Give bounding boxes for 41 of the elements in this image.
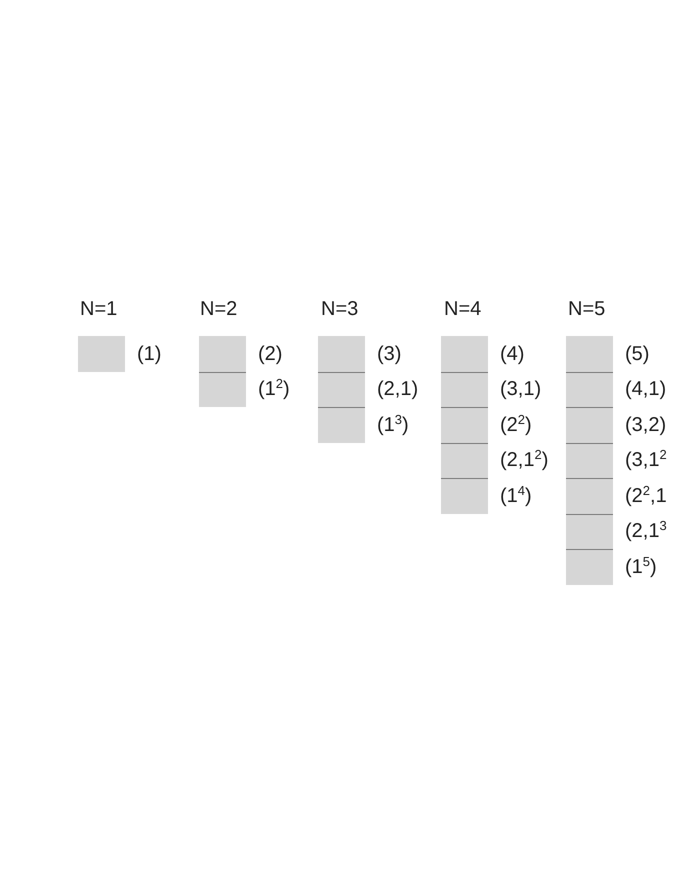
column-heading: N=4	[444, 298, 482, 321]
stacked-block	[566, 514, 613, 549]
stacked-block	[566, 372, 613, 407]
stacked-block	[318, 407, 365, 442]
stacked-block	[441, 478, 488, 514]
stacked-block	[318, 336, 365, 372]
column-heading: N=1	[80, 298, 118, 321]
partition-label: (3,2)	[625, 412, 666, 437]
column-heading: N=5	[568, 298, 606, 321]
stacked-block	[566, 407, 613, 442]
stacked-block	[199, 372, 246, 407]
stacked-block	[566, 442, 613, 478]
partition-label: (2,1)	[377, 377, 418, 402]
stacked-block	[441, 442, 488, 478]
partition-label: (2)	[258, 342, 282, 366]
partition-label: (3,1)	[500, 377, 542, 402]
stacked-block	[199, 336, 246, 372]
stacked-block	[566, 549, 613, 584]
partition-label: (1$^{5}$)	[625, 554, 657, 579]
stacked-block	[441, 407, 488, 442]
partition-label: (4)	[500, 342, 524, 366]
stacked-block	[566, 478, 613, 514]
partition-label: (2,1$^{2}$)	[500, 448, 548, 472]
stacked-block	[441, 372, 488, 407]
partition-label: (3,1$^{2}$	[625, 448, 667, 472]
partition-label: (3)	[377, 342, 402, 366]
stacked-block	[78, 336, 125, 372]
partition-label: (2$^{2}$)	[500, 412, 532, 437]
stacked-block	[566, 336, 613, 372]
stacked-block	[318, 372, 365, 407]
partition-label: (1$^{2}$)	[258, 377, 290, 402]
partition-label: (2,1$^{3}$	[625, 519, 667, 544]
stacked-block	[441, 336, 488, 372]
partition-label: (5)	[625, 342, 650, 366]
column-heading: N=2	[200, 298, 238, 321]
partition-label: (1)	[137, 342, 162, 366]
partition-label: (2$^{2}$,1	[625, 484, 667, 508]
column-heading: N=3	[321, 298, 358, 321]
partition-label: (1$^{4}$)	[500, 484, 532, 508]
partition-label: (1$^{3}$)	[377, 412, 409, 437]
partition-label: (4,1)	[625, 377, 666, 402]
